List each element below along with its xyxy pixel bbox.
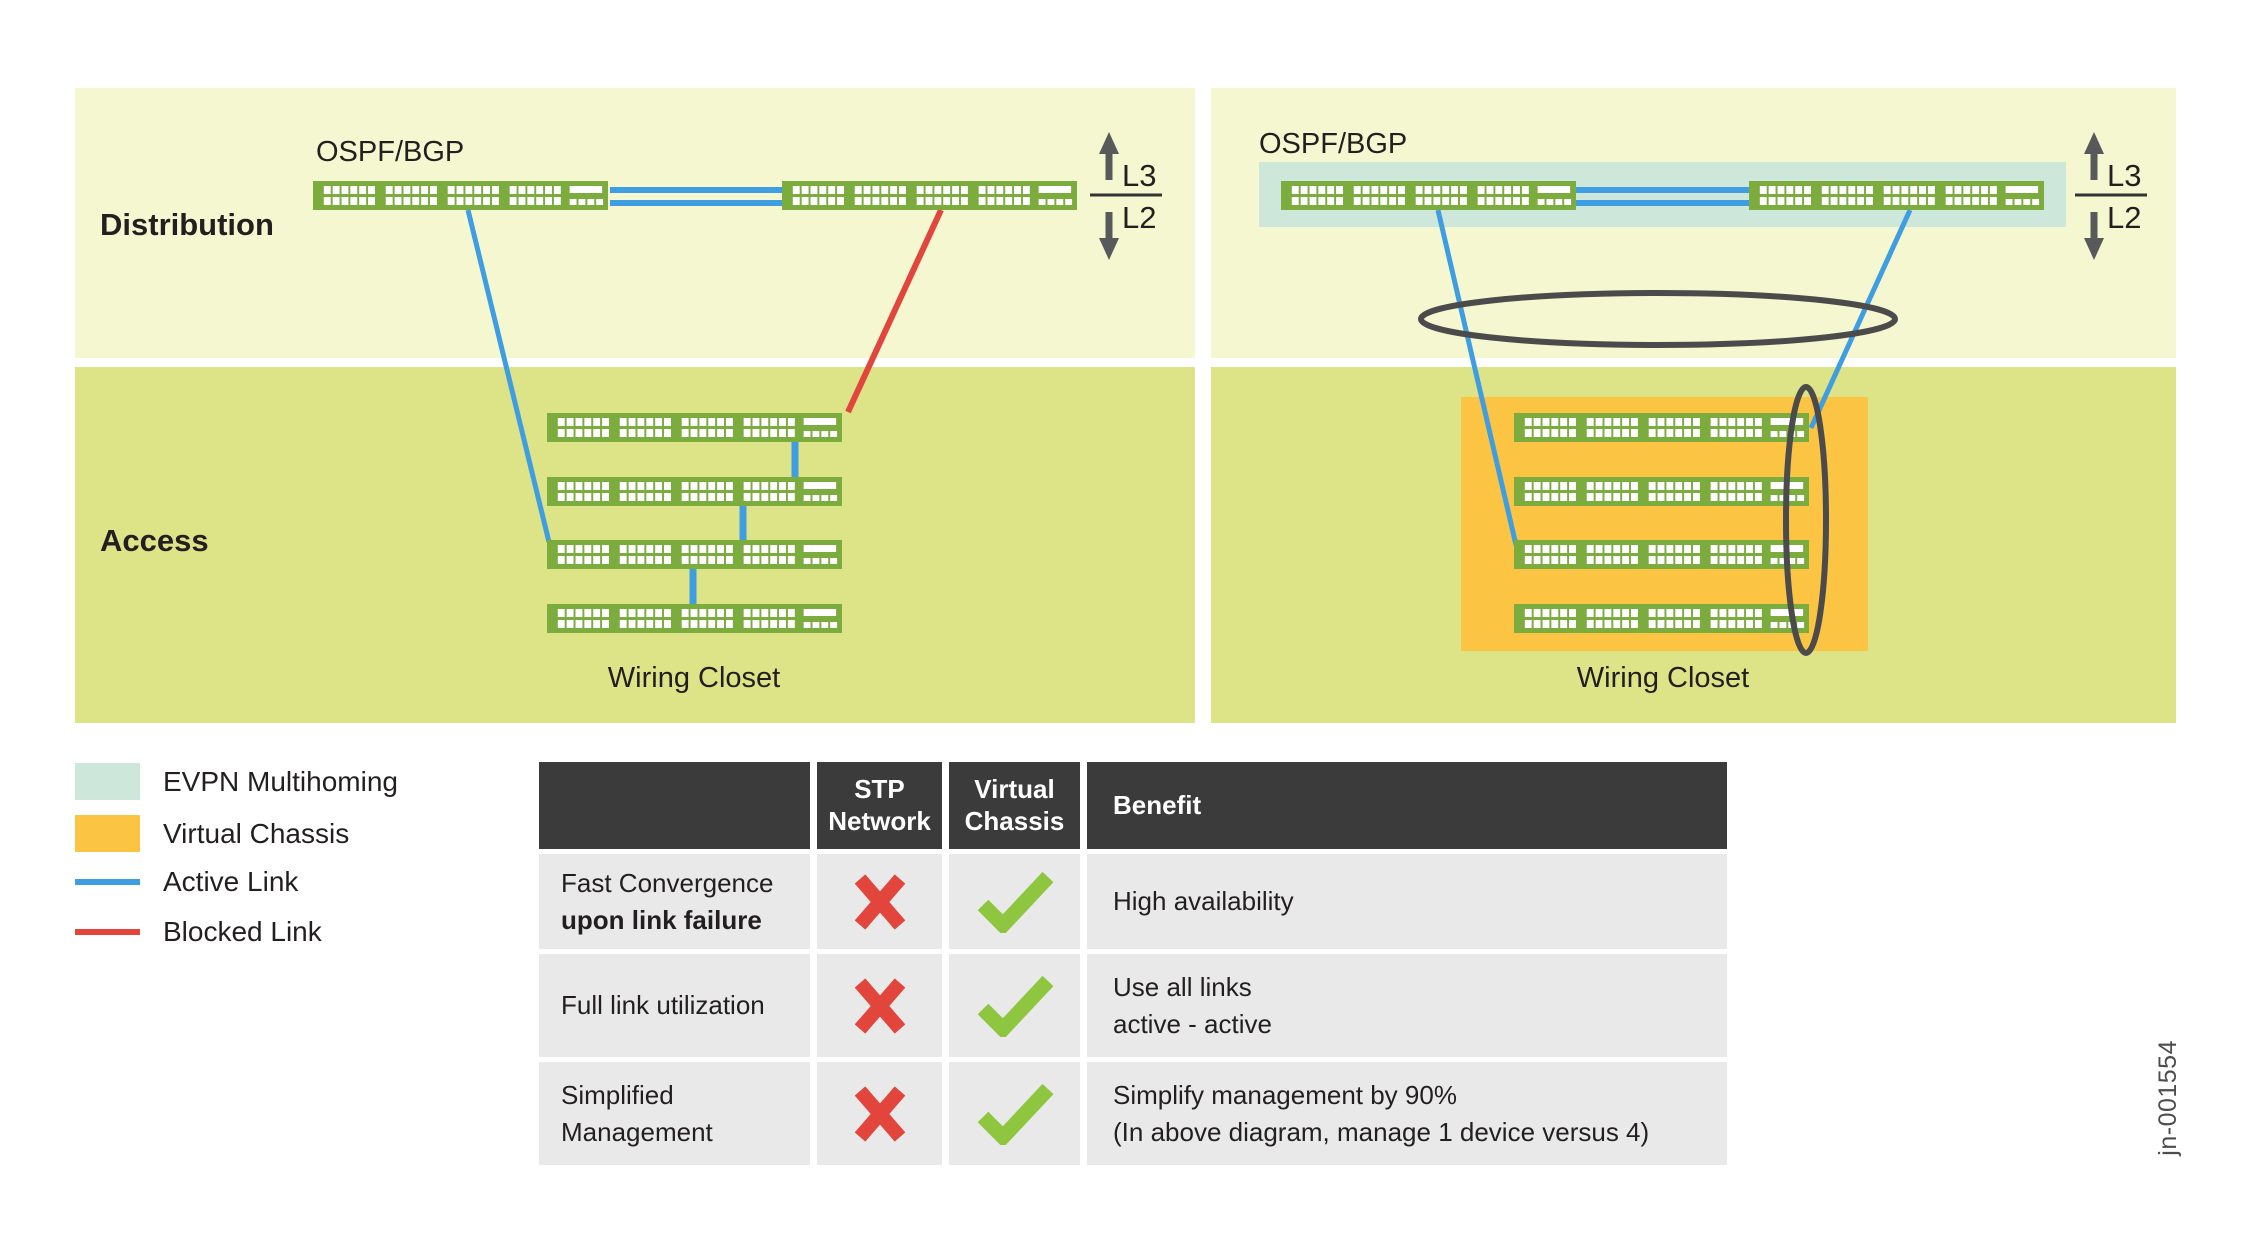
benefit-line: High availability xyxy=(1113,886,1294,917)
l2-label: L2 xyxy=(1122,200,1157,235)
check-icon xyxy=(977,975,1053,1037)
check-icon xyxy=(977,871,1053,933)
feature-line: upon link failure xyxy=(561,904,762,935)
legend-label: Active Link xyxy=(163,866,299,897)
active-link-right-diagonal-b xyxy=(1808,208,1913,430)
benefit-cell: Use all links active - active xyxy=(1087,954,1727,1057)
cross-icon xyxy=(854,977,905,1034)
table-row-feature: Fast Convergence upon link failure xyxy=(539,854,810,949)
benefit-cell: High availability xyxy=(1087,854,1727,949)
vc-mark-cell xyxy=(949,1062,1080,1165)
vc-mark-cell xyxy=(949,954,1080,1057)
benefit-line: Simplify management by 90% xyxy=(1113,1080,1457,1111)
benefit-cell: Simplify management by 90% (In above dia… xyxy=(1087,1062,1727,1165)
l3-label: L3 xyxy=(2107,158,2142,193)
feature-line: Simplified xyxy=(561,1080,674,1111)
blocked-link-swatch xyxy=(75,929,140,935)
figure-id-watermark: jn-001554 xyxy=(2154,1040,2182,1156)
table-row-feature: Full link utilization xyxy=(539,954,810,1057)
wiring-closet-label-left: Wiring Closet xyxy=(607,662,781,694)
lag-group-ellipse xyxy=(1418,290,1898,348)
benefit-line: active - active xyxy=(1113,1008,1272,1039)
ospf-bgp-label-left: OSPF/BGP xyxy=(316,136,465,168)
virtual-chassis-swatch xyxy=(75,815,140,852)
l3-l2-indicator-left: L3 L2 xyxy=(1088,128,1164,264)
header-stp-network: STP Network xyxy=(817,762,942,849)
benefit-line: (In above diagram, manage 1 device versu… xyxy=(1113,1116,1650,1147)
benefit-line: Use all links xyxy=(1113,972,1252,1003)
l2-label: L2 xyxy=(2107,200,2142,235)
virtual-chassis-group-ellipse xyxy=(1783,384,1829,656)
l3-l2-indicator-right: L3 L2 xyxy=(2073,128,2149,264)
header-benefit: Benefit xyxy=(1087,762,1727,849)
legend-item-blocked-link: Blocked Link xyxy=(75,916,322,947)
l3-label: L3 xyxy=(1122,158,1157,193)
vc-mark-cell xyxy=(949,854,1080,949)
legend-item-virtual-chassis: Virtual Chassis xyxy=(75,815,349,852)
feature-line: Fast Convergence xyxy=(561,868,774,899)
table-row-feature: Simplified Management xyxy=(539,1062,810,1165)
header-feature xyxy=(539,762,810,849)
ospf-bgp-label-right: OSPF/BGP xyxy=(1259,128,1408,160)
stp-mark-cell xyxy=(817,954,942,1057)
feature-line: Management xyxy=(561,1116,713,1147)
blocked-link xyxy=(845,208,944,414)
legend-label: Blocked Link xyxy=(163,916,322,947)
legend-label: Virtual Chassis xyxy=(163,817,350,849)
header-virtual-chassis: Virtual Chassis xyxy=(949,762,1080,849)
active-link-right-diagonal-a xyxy=(1435,209,1519,546)
feature-line: Full link utilization xyxy=(561,990,765,1021)
stp-mark-cell xyxy=(817,854,942,949)
l3-l2-arrows-icon xyxy=(2075,132,2147,260)
active-link-left-diagonal xyxy=(465,209,552,543)
legend-label: EVPN Multihoming xyxy=(163,765,398,797)
wiring-closet-label-right: Wiring Closet xyxy=(1576,662,1750,694)
left-distribution-band xyxy=(75,88,1195,358)
access-layer-label: Access xyxy=(100,523,209,558)
comparison-table: STP Network Virtual Chassis Benefit Fast… xyxy=(539,762,1727,1165)
cross-icon xyxy=(854,873,905,930)
cross-icon xyxy=(854,1085,905,1142)
distribution-layer-label: Distribution xyxy=(100,207,274,242)
legend-item-evpn: EVPN Multihoming xyxy=(75,763,398,800)
check-icon xyxy=(977,1083,1053,1145)
stp-mark-cell xyxy=(817,1062,942,1165)
legend-item-active-link: Active Link xyxy=(75,866,299,897)
evpn-multihoming-swatch xyxy=(75,763,140,800)
active-link-swatch xyxy=(75,879,140,885)
l3-l2-arrows-icon xyxy=(1090,132,1162,260)
